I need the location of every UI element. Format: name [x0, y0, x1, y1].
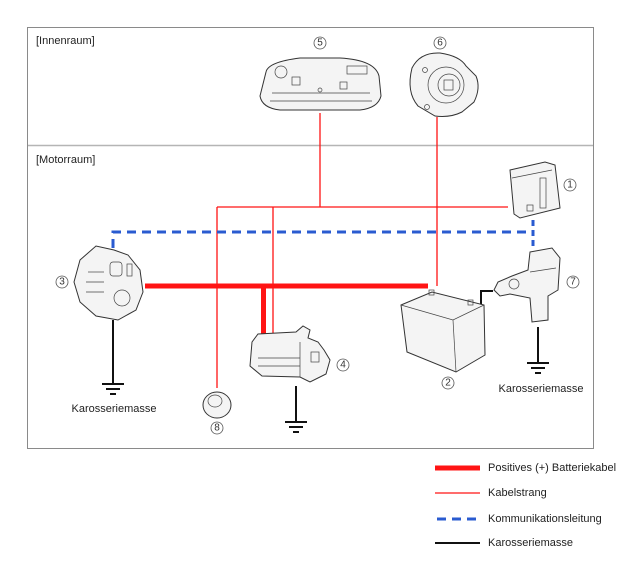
- svg-text:2: 2: [445, 378, 451, 389]
- battery-icon: [400, 289, 486, 373]
- svg-text:1: 1: [567, 180, 573, 191]
- instrument-cluster-icon: [259, 57, 382, 111]
- number-label-4: 4: [336, 358, 350, 372]
- knob-icon: [202, 391, 232, 419]
- svg-text:5: 5: [317, 38, 323, 49]
- legend: Positives (+) Batteriekabel Kabelstrang …: [435, 462, 616, 549]
- ground-label-alternator: Karosseriemasse: [72, 403, 157, 415]
- section-label-interior: [Innenraum]: [36, 35, 95, 47]
- legend-label: Karosseriemasse: [488, 537, 573, 549]
- legend-item-ground: Karosseriemasse: [435, 537, 573, 549]
- communication-lines: [111, 220, 535, 248]
- svg-text:8: 8: [214, 423, 220, 434]
- legend-item-harness: Kabelstrang: [435, 487, 547, 499]
- section-label-engine: [Motorraum]: [36, 154, 95, 166]
- ground-symbol-sensor: [527, 362, 549, 374]
- legend-item-communication: Kommunikationsleitung: [437, 513, 602, 525]
- legend-label: Kommunikationsleitung: [488, 513, 602, 525]
- number-label-1: 1: [563, 178, 577, 192]
- ground-symbol-starter: [285, 421, 307, 433]
- number-label-6: 6: [433, 36, 447, 50]
- legend-item-battery-cable: Positives (+) Batteriekabel: [435, 462, 616, 474]
- svg-text:6: 6: [437, 38, 443, 49]
- number-label-2: 2: [441, 376, 455, 390]
- svg-text:7: 7: [570, 277, 576, 288]
- harness-lines: [216, 113, 508, 388]
- start-stop-switch-icon: [409, 52, 479, 117]
- legend-label: Positives (+) Batteriekabel: [488, 462, 616, 474]
- number-label-7: 7: [566, 275, 580, 289]
- number-label-5: 5: [313, 36, 327, 50]
- battery-sensor-icon: [493, 247, 561, 323]
- alternator-icon: [73, 245, 144, 321]
- svg-text:4: 4: [340, 360, 346, 371]
- legend-label: Kabelstrang: [488, 487, 547, 499]
- svg-text:3: 3: [59, 277, 65, 288]
- communication-horizontal: [111, 230, 533, 248]
- battery-cable-lines: [145, 283, 428, 336]
- starter-icon: [249, 325, 331, 383]
- number-label-8: 8: [210, 421, 224, 435]
- ecu-icon: [509, 161, 561, 219]
- ground-label-sensor: Karosseriemasse: [499, 383, 584, 395]
- diagram-frame: [27, 27, 594, 449]
- ground-lines: [112, 290, 539, 421]
- number-label-3: 3: [55, 275, 69, 289]
- ground-symbol-alternator: [102, 383, 124, 395]
- battery-sensor-link: [480, 290, 493, 307]
